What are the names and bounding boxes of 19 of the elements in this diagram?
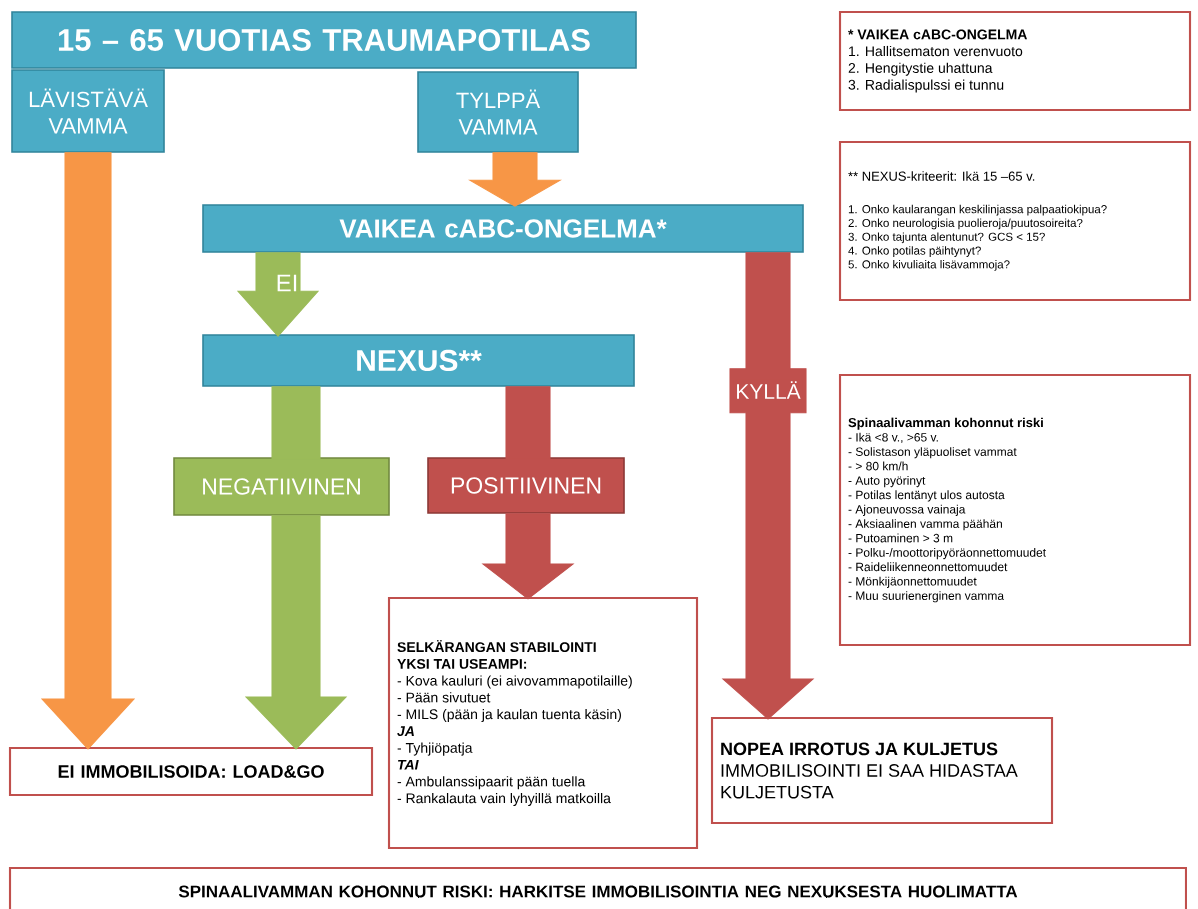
block-arrow — [468, 152, 562, 207]
note-box: Spinaalivamman kohonnut riski - Ikä <8 v., >65 v. - Solistason yläpuoliset vammat - > 80 km/h - Auto pyörinyt - Potilas lentänyt ulos autosta - Ajoneuvossa vainaja - Aksiaalinen vamma päähän - Putoaminen > 3 m - Polku-/moottoripyöräonnettomuudet - Raideliikenneonnettomuudet - Mönkijäonnettomuudet - Muu suurienerginen vamma — [838, 373, 1192, 647]
decision-box: NEXUS** — [202, 334, 635, 387]
category-box: TYLPPÄ VAMMA — [417, 71, 579, 153]
note-box: SPINAALIVAMMAN KOHONNUT RISKI: HARKITSE IMMOBILISOINTIA NEG NEXUKSESTA HUOLIMATTA — [8, 866, 1188, 909]
category-box: LÄVISTÄVÄ VAMMA — [11, 69, 165, 153]
note-box: ** NEXUS-kriteerit: Ikä 15 –65 v. 1. Onko kaularangan keskilinjassa palpaatiokipua? 2. Onko neurologisia puolieroja/puutosoireita? 3. Onko tajunta alentunut? GCS < 15? 4. Onko potilas päihtynyt? 5. Onko kivuliaita lisävammoja? — [838, 140, 1192, 302]
instruction-box: SELKÄRANGAN STABILOINTI YKSI TAI USEAMPI: - Kova kauluri (ei aivovammapotilaille) - Pään sivutuet - MILS (pään ja kaulan tuenta käsin) JA - Tyhjiöpatja TAI - Ambulanssipaarit pään tuella - Rankalauta vain lyhyillä matkoilla — [387, 596, 699, 850]
note-box: * VAIKEA cABC-ONGELMA 1. Hallitsematon verenvuoto 2. Hengitystie uhattuna 3. Radialispulssi ei tunnu — [838, 10, 1192, 112]
block-arrow — [244, 515, 348, 750]
block-arrow — [40, 152, 136, 750]
outcome-box: EI IMMOBILISOIDA: LOAD&GO — [8, 746, 374, 797]
block-arrow — [481, 513, 575, 600]
edge-label: EI — [274, 273, 300, 293]
block-arrow — [505, 386, 551, 460]
block-arrow — [721, 252, 815, 720]
outcome-box: NOPEA IRROTUS JA KULJETUS IMMOBILISOINTI EI SAA HIDASTAA KULJETUSTA — [710, 716, 1054, 825]
decision-box: VAIKEA cABC-ONGELMA* — [202, 204, 804, 253]
block-arrow — [271, 386, 321, 460]
